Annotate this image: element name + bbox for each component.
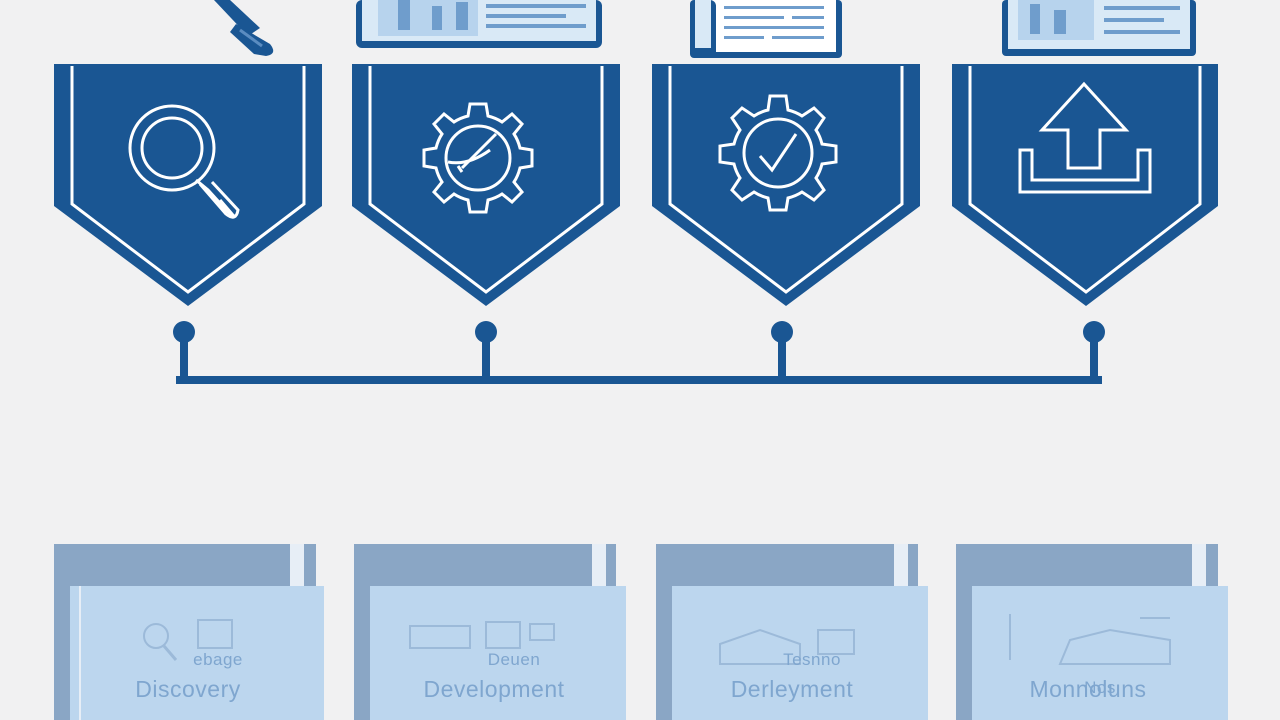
connector-node-3 [771, 321, 793, 343]
bottom-card-2-small-label: Deuen [487, 650, 541, 669]
gear-pen-icon [422, 102, 534, 214]
stage-badge-1 [54, 64, 322, 306]
stage-badge-4 [952, 64, 1218, 306]
bottom-card-4 [956, 544, 1228, 720]
gear-check-icon [718, 94, 838, 212]
pen-icon [214, 0, 274, 56]
bottom-card-3-small-label: Tesnno [783, 650, 841, 669]
scroll-document-icon [690, 0, 842, 58]
connector-node-4 [1083, 321, 1105, 343]
magnifier-icon [128, 104, 240, 219]
upload-arrow-icon [1018, 81, 1152, 194]
blueprint-document-icon [356, 0, 602, 48]
monitor-document-icon [1002, 0, 1196, 56]
bottom-card-4-small-label: Nos [1084, 678, 1116, 697]
bottom-card-2-label: Development [423, 676, 565, 702]
connector-bracket [173, 321, 1105, 384]
connector-node-1 [173, 321, 195, 343]
bottom-card-4-label: Monnoluns [1029, 676, 1147, 702]
stage-badge-2 [352, 64, 620, 306]
bottom-card-3-label: Derleyment [730, 676, 854, 702]
bottom-card-1-small-label: ebage [193, 650, 243, 669]
bottom-card-1 [54, 544, 324, 720]
connector-node-2 [475, 321, 497, 343]
bottom-card-3 [656, 544, 928, 720]
bottom-card-1-label: Discovery [135, 676, 241, 702]
bottom-card-2 [354, 544, 626, 720]
